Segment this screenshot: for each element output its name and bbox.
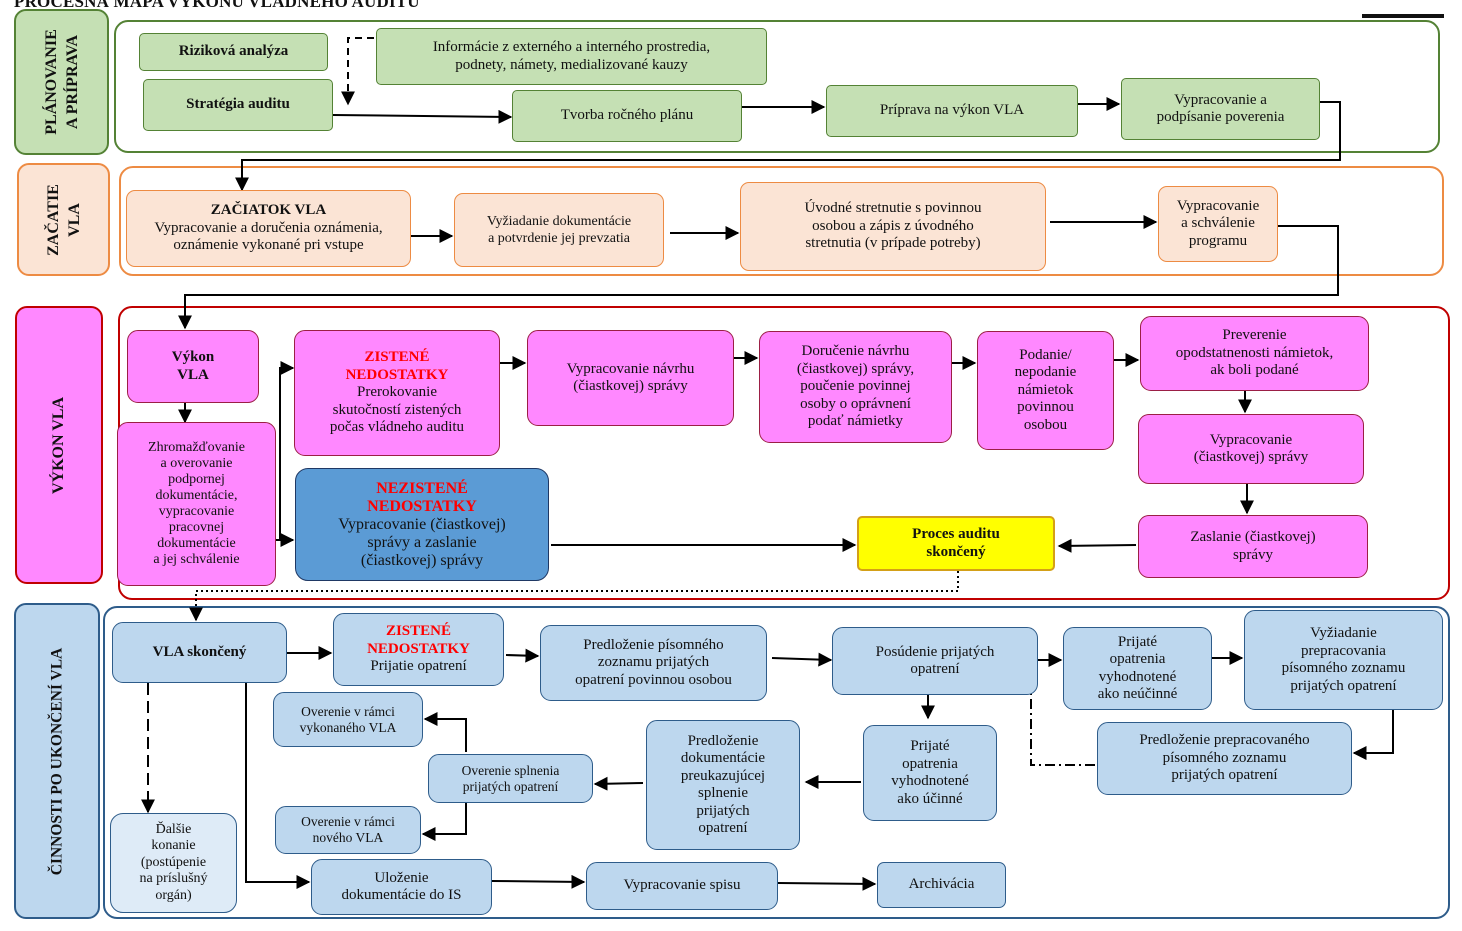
box-predlozenie-prepracovaneho: Predloženie prepracovaného písomného zoz… [1097,722,1352,795]
zaciatok-heading: ZAČIATOK VLA [210,202,327,219]
box-zaciatok-vla: ZAČIATOK VLA Vypracovanie a doručenia oz… [126,190,411,267]
box-vypracovanie-spravy: Vypracovanie (čiastkovej) správy [1138,414,1364,484]
arrow-prepracovany-to-posudenie [1024,663,1095,766]
box-rizikova-analyza: Riziková analýza [139,33,328,71]
box-vypracovanie-spisu: Vypracovanie spisu [586,862,778,910]
box-poverenie: Vypracovanie a podpísanie poverenia [1121,78,1320,140]
box-vla-skonceny: VLA skončený [112,622,287,683]
box-predlozenie-zoznamu: Predloženie písomného zoznamu prijatých … [540,625,767,701]
box-vyziadanie-prepracovania: Vyžiadanie prepracovania písomného zozna… [1244,610,1443,710]
lane-after: ČINNOSTI PO UKONČENÍ VLA [14,603,100,919]
box-priprava-na-vykon: Príprava na výkon VLA [826,85,1078,137]
after-zistene-heading: ZISTENÉ NEDOSTATKY [367,623,470,657]
zistene-body: Prerokovanie skutočností zistených počas… [329,384,465,436]
zaciatok-body: Vypracovanie a doručenia oznámenia, ozná… [154,219,383,254]
zistene-heading: ZISTENÉ NEDOSTATKY [345,349,449,383]
box-overenie-noveho-vla: Overenie v rámci nového VLA [275,806,421,854]
box-ulozenie-dokumentacie: Uloženie dokumentácie do IS [311,859,492,915]
planning-frame [114,20,1440,153]
arrow-dokumentacia-to-overenie [593,776,644,791]
box-opatrenia-neucinne: Prijaté opatrenia vyhodnotené ako neúčin… [1063,627,1212,710]
box-dalsie-konanie: Ďalšie konanie (postúpenie na príslušný … [110,813,237,913]
box-nezistene-nedostatky: NEZISTENÉ NEDOSTATKY Vypracovanie (čiast… [295,468,549,581]
after-zistene-body: Prijatie opatrení [370,658,467,675]
arrow-vla-to-ulozenie [245,683,311,889]
box-navrh-spravy: Vypracovanie návrhu (čiastkovej) správy [527,330,734,426]
arrow-zaslanie-to-skonceny [1057,538,1137,553]
arrow-ulozenie-to-spis [491,874,586,889]
arrow-overenie-to-vykonaneho [423,712,467,752]
arrow-spis-to-archivacia [777,876,877,891]
box-zistene-nedostatky: ZISTENÉ NEDOSTATKY Prerokovanie skutočno… [294,330,500,456]
arrow-poverenie-to-zaciatok [235,101,1341,192]
box-vyziadanie-dokumentacie: Vyžiadanie dokumentácie a potvrdenie jej… [454,193,664,267]
arrow-branch-nezistene [279,530,295,547]
arrow-vyziadanie-to-prepracovany [1352,710,1394,760]
box-zaslanie-spravy: Zaslanie (čiastkovej) správy [1138,515,1368,578]
box-strategia-auditu: Stratégia auditu [143,79,333,131]
box-proces-auditu-skonceny: Proces auditu skončený [857,516,1055,571]
arrow-branch-zistene [276,361,295,541]
box-opatrenia-ucinne: Prijaté opatrenia vyhodnotené ako účinné [863,725,997,821]
arrow-overenie-to-noveho [421,803,467,841]
box-predlozenie-dokumentacie: Predloženie dokumentácie preukazujúcej s… [646,720,800,850]
arrow-info-to-plan [341,37,374,106]
arrow-strategia-to-tvorba [332,109,513,124]
lane-execution: VÝKON VLA [15,306,103,584]
lane-start: ZAČATIE VLA [17,163,110,276]
box-zistene-prijatie: ZISTENÉ NEDOSTATKY Prijatie opatrení [333,613,504,686]
arrow-zoznam-to-posudenie [771,652,833,667]
nezistene-heading: NEZISTENÉ NEDOSTATKY [367,479,477,515]
arrow-skonceny-to-vla-skonceny [189,571,959,622]
box-overenie-vykonaneho-vla: Overenie v rámci vykonaného VLA [273,692,423,747]
box-overenie-splnenia: Overenie splnenia prijatých opatrení [428,754,593,803]
lane-planning: PLÁNOVANIE A PRÍPRAVA [14,9,109,155]
box-informacie: Informácie z externého a interného prost… [376,28,767,85]
nezistene-body: Vypracovanie (čiastkovej) správy a zasla… [338,515,506,569]
box-dorucenie-navrhu: Doručenie návrhu (čiastkovej) správy, po… [759,331,952,443]
box-posudenie-opatreni: Posúdenie prijatých opatrení [832,627,1038,695]
box-tvorba-rocneho-planu: Tvorba ročného plánu [512,90,742,142]
box-uvodne-stretnutie: Úvodné stretnutie s povinnou osobou a zá… [740,182,1046,271]
title-underline [1362,14,1444,18]
diagram-title: PROCESNÁ MAPA VÝKONU VLÁDNEHO AUDITU [14,0,420,11]
arrow-zistene-to-zoznam [505,648,540,663]
box-archivacia: Archivácia [877,862,1006,908]
box-zhromazdovanie: Zhromažďovanie a overovanie podpornej do… [117,422,276,586]
box-vykon-vla: Výkon VLA [127,330,259,403]
arrow-program-to-vykon [178,225,1339,330]
box-schvalenie-programu: Vypracovanie a schválenie programu [1158,186,1278,262]
box-preverenie-namietok: Preverenie opodstatnenosti námietok, ak … [1140,316,1369,391]
after-frame [103,606,1450,919]
start-frame [119,166,1444,276]
box-podanie-namietok: Podanie/ nepodanie námietok povinnou oso… [977,331,1114,450]
